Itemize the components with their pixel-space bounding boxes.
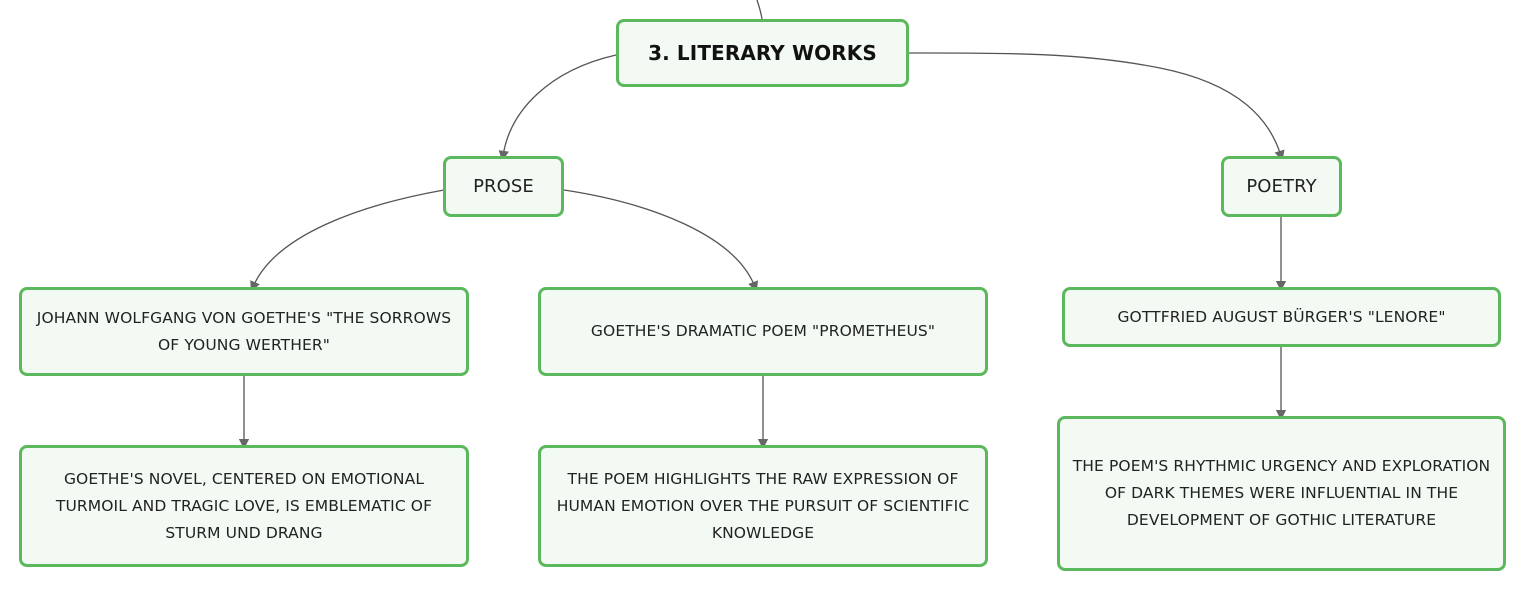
- node-werther-label: JOHANN WOLFGANG VON GOETHE'S "THE SORROW…: [36, 308, 452, 354]
- node-prose[interactable]: PROSE: [443, 156, 564, 217]
- connector-root-poetry: [908, 52, 1285, 161]
- node-literary-works-label: 3. LITERARY WORKS: [648, 40, 877, 65]
- node-lenore-note[interactable]: THE POEM'S RHYTHMIC URGENCY AND EXPLORAT…: [1057, 416, 1506, 571]
- connector-parent-root: [756, 0, 763, 20]
- node-lenore-note-label: THE POEM'S RHYTHMIC URGENCY AND EXPLORAT…: [1072, 457, 1491, 529]
- node-werther-note[interactable]: GOETHE'S NOVEL, CENTERED ON EMOTIONAL TU…: [19, 445, 469, 567]
- node-prometheus[interactable]: GOETHE'S DRAMATIC POEM "PROMETHEUS": [538, 287, 988, 376]
- node-werther-note-label: GOETHE'S NOVEL, CENTERED ON EMOTIONAL TU…: [55, 469, 433, 542]
- connector-prose-prometheus: [563, 189, 758, 292]
- node-poetry-label: POETRY: [1246, 176, 1317, 197]
- node-literary-works[interactable]: 3. LITERARY WORKS: [616, 19, 909, 87]
- node-lenore-label: GOTTFRIED AUGUST BÜRGER'S "LENORE": [1117, 307, 1446, 326]
- node-prometheus-note[interactable]: THE POEM HIGHLIGHTS THE RAW EXPRESSION O…: [538, 445, 988, 567]
- node-prose-label: PROSE: [473, 176, 534, 197]
- node-prometheus-label: GOETHE'S DRAMATIC POEM "PROMETHEUS": [590, 322, 936, 340]
- connector-prose-werther: [250, 189, 445, 292]
- node-werther[interactable]: JOHANN WOLFGANG VON GOETHE'S "THE SORROW…: [19, 287, 469, 376]
- node-poetry[interactable]: POETRY: [1221, 156, 1342, 217]
- connector-root-prose: [498, 54, 617, 162]
- node-lenore[interactable]: GOTTFRIED AUGUST BÜRGER'S "LENORE": [1062, 287, 1501, 347]
- node-prometheus-note-label: THE POEM HIGHLIGHTS THE RAW EXPRESSION O…: [556, 469, 970, 542]
